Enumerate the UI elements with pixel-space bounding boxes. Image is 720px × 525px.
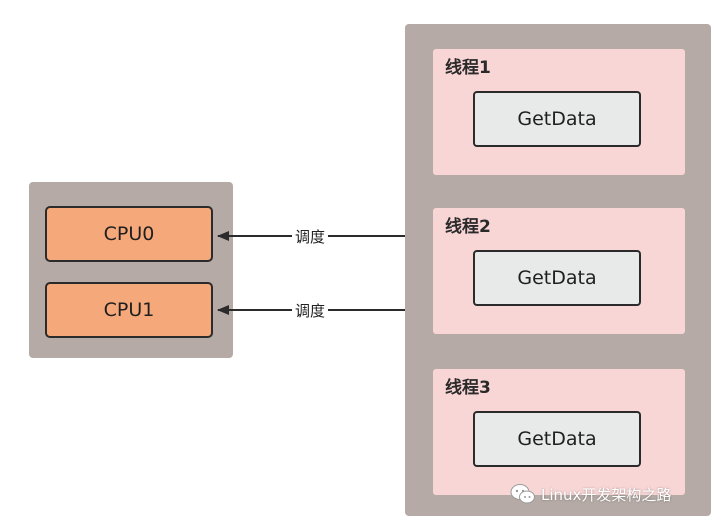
- thread2-label: 线程2: [445, 217, 491, 237]
- watermark: Linux开发架构之路: [510, 483, 671, 505]
- schedule-label-cpu1: 调度: [292, 302, 329, 320]
- thread-group: 线程1 GetData 线程2 GetData 线程3 GetData: [405, 24, 711, 516]
- schedule-label-cpu0: 调度: [292, 228, 329, 246]
- thread1-getdata-box: GetData: [473, 91, 641, 147]
- thread1-box: 线程1 GetData: [433, 49, 685, 175]
- thread1-label: 线程1: [445, 58, 491, 78]
- cpu0-box: CPU0: [45, 206, 213, 262]
- thread3-box: 线程3 GetData: [433, 369, 685, 495]
- cpu1-box: CPU1: [45, 282, 213, 338]
- thread3-label: 线程3: [445, 378, 491, 398]
- thread2-getdata-box: GetData: [473, 250, 641, 306]
- thread3-getdata-box: GetData: [473, 411, 641, 467]
- wechat-icon: [510, 484, 535, 504]
- watermark-text: Linux开发架构之路: [541, 485, 672, 504]
- cpu-group: CPU0 CPU1: [29, 182, 233, 358]
- thread2-box: 线程2 GetData: [433, 208, 685, 334]
